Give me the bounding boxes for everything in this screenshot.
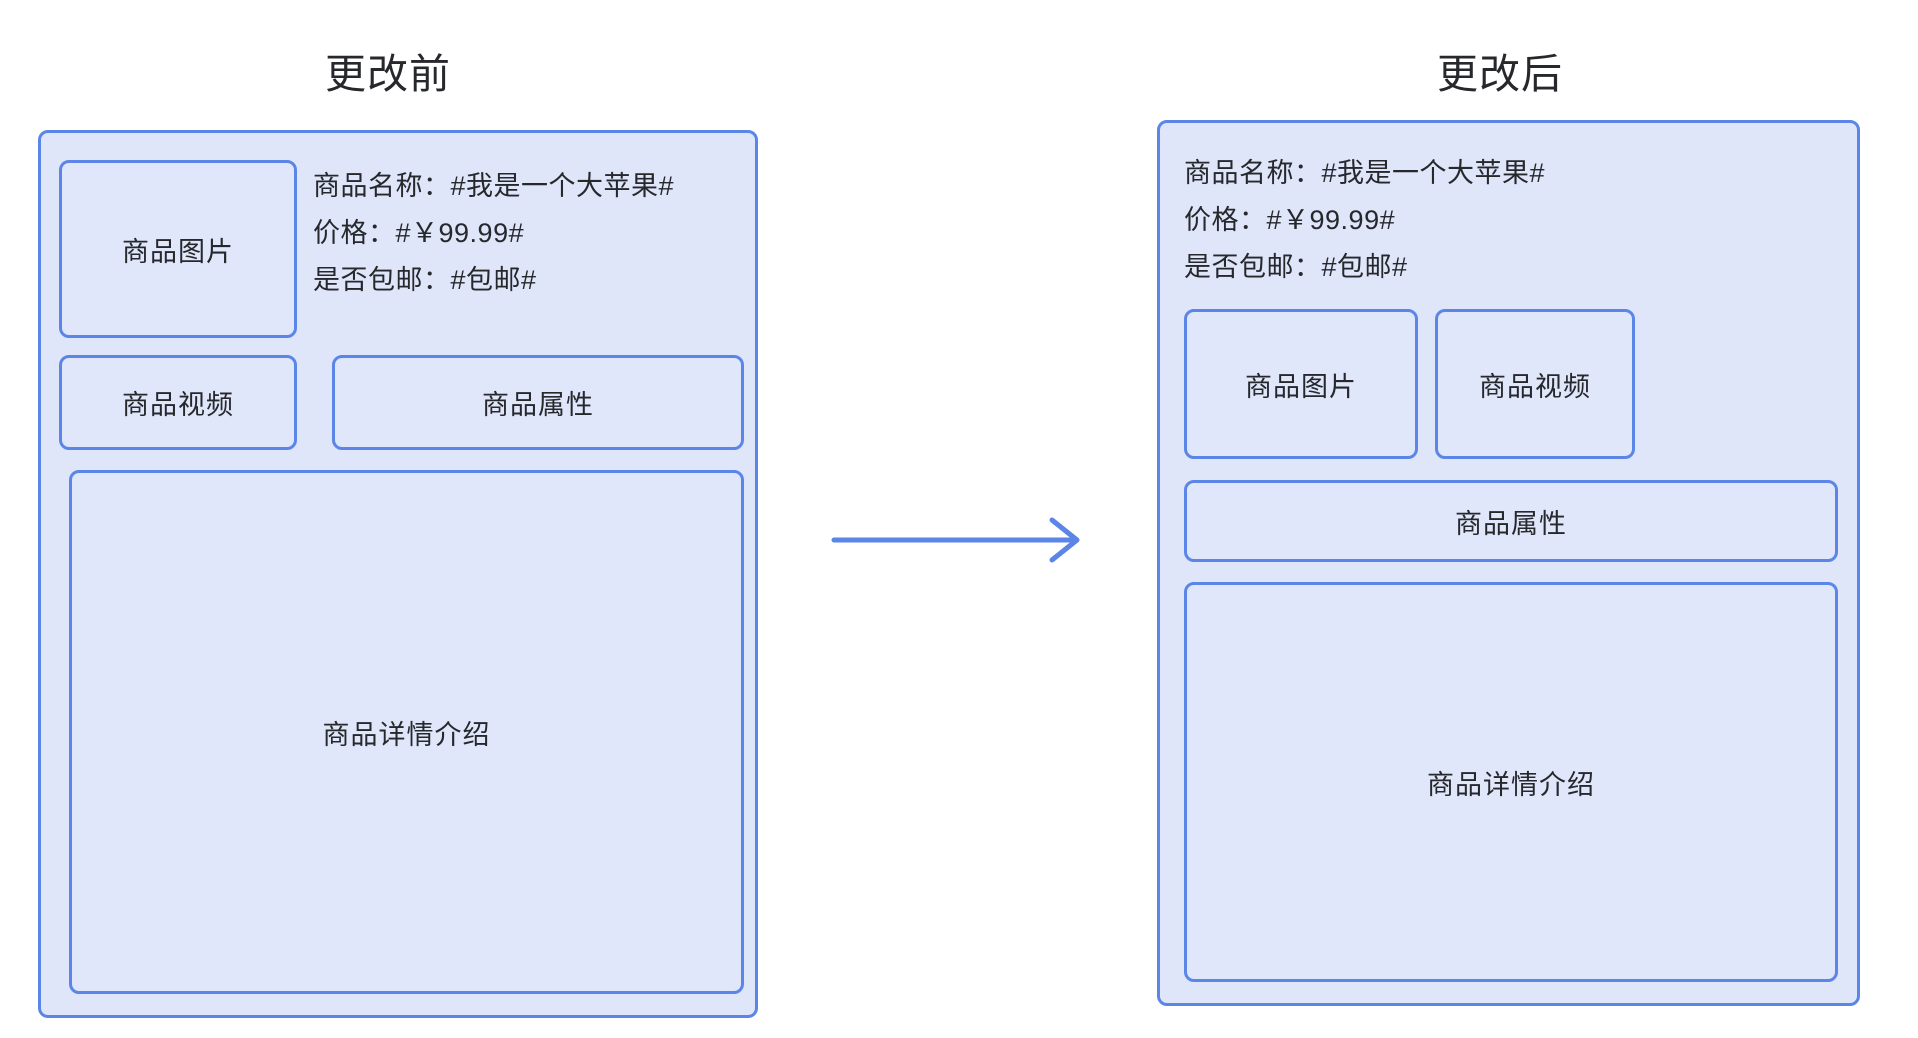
after-product-video-box[interactable]: 商品视频 — [1435, 309, 1635, 459]
before-layout-panel: 商品图片 商品名称：#我是一个大苹果# 价格：#￥99.99# 是否包邮：#包邮… — [38, 130, 758, 1018]
before-product-name-line: 商品名称：#我是一个大苹果# — [313, 171, 675, 201]
before-product-detail-box[interactable]: 商品详情介绍 — [69, 470, 744, 994]
after-product-price-line: 价格：#￥99.99# — [1184, 205, 1396, 235]
before-product-attributes-box[interactable]: 商品属性 — [332, 355, 744, 450]
before-product-shipping-line: 是否包邮：#包邮# — [313, 265, 537, 295]
before-panel-title: 更改前 — [325, 51, 451, 97]
before-product-attributes-label: 商品属性 — [482, 390, 594, 420]
before-product-video-label: 商品视频 — [122, 390, 234, 420]
before-product-info-block: 商品名称：#我是一个大苹果# 价格：#￥99.99# 是否包邮：#包邮# — [313, 163, 674, 304]
before-product-image-box[interactable]: 商品图片 — [59, 160, 297, 338]
before-product-video-box[interactable]: 商品视频 — [59, 355, 297, 450]
right-arrow-icon — [831, 517, 1080, 563]
after-layout-panel: 商品名称：#我是一个大苹果# 价格：#￥99.99# 是否包邮：#包邮# 商品图… — [1157, 120, 1860, 1006]
after-product-attributes-box[interactable]: 商品属性 — [1184, 480, 1838, 562]
before-product-price-line: 价格：#￥99.99# — [313, 218, 525, 248]
after-product-shipping-line: 是否包邮：#包邮# — [1184, 252, 1408, 282]
after-product-info-block: 商品名称：#我是一个大苹果# 价格：#￥99.99# 是否包邮：#包邮# — [1184, 150, 1545, 291]
after-product-image-label: 商品图片 — [1245, 371, 1357, 402]
after-product-video-label: 商品视频 — [1479, 371, 1591, 402]
after-panel-title: 更改后 — [1437, 51, 1563, 97]
after-product-image-box[interactable]: 商品图片 — [1184, 309, 1418, 459]
before-product-detail-label: 商品详情介绍 — [322, 719, 491, 750]
after-product-detail-label: 商品详情介绍 — [1427, 769, 1595, 800]
after-product-detail-box[interactable]: 商品详情介绍 — [1184, 582, 1838, 982]
after-product-attributes-label: 商品属性 — [1455, 508, 1567, 539]
after-product-name-line: 商品名称：#我是一个大苹果# — [1184, 158, 1546, 188]
before-product-image-label: 商品图片 — [122, 236, 234, 267]
